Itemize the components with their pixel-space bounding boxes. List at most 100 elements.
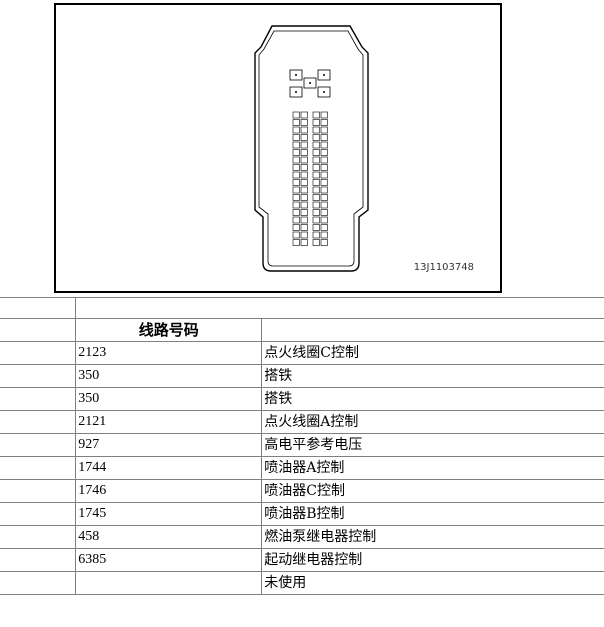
connector-pin [320, 224, 328, 231]
connector-pin [312, 164, 320, 171]
circuit-cell: 458 [75, 525, 263, 549]
connector-pin [320, 156, 328, 164]
connector-pin [292, 156, 300, 164]
connector-pin [292, 126, 300, 134]
connector-pin [300, 216, 308, 224]
connector-pin [320, 239, 328, 246]
connector-pin [300, 239, 308, 246]
connector-pin [320, 141, 328, 149]
connector-pin [292, 134, 300, 141]
pin-cell [0, 479, 77, 503]
connector-pin [312, 186, 320, 194]
pin-cell [0, 525, 77, 549]
table-title-row [0, 297, 604, 319]
function-cell: 起动继电器控制 [261, 548, 604, 572]
connector-pin [312, 171, 320, 179]
circuit-cell [75, 571, 263, 595]
function-cell: 喷油器A控制 [261, 456, 604, 480]
pin-cell [0, 502, 77, 526]
connector-pin [312, 149, 320, 156]
function-cell: 喷油器C控制 [261, 479, 604, 503]
connector-pin [312, 194, 320, 201]
connector-pin [320, 111, 328, 119]
connector-pin [312, 209, 320, 216]
connector-pin [320, 179, 328, 186]
connector-pin [300, 149, 308, 156]
connector-pin [292, 231, 300, 239]
pin-cell [0, 433, 77, 457]
connector-pin [320, 164, 328, 171]
circuit-cell: 2121 [75, 410, 263, 434]
table-header-row: 线路号码 [0, 318, 604, 342]
function-cell: 点火线圈A控制 [261, 410, 604, 434]
connector-pin [292, 224, 300, 231]
connector-figure: 13J1103748 [54, 3, 502, 293]
connector-pin [292, 179, 300, 186]
connector-pin [292, 201, 300, 209]
connector-pin [292, 216, 300, 224]
pin-cell [0, 456, 77, 480]
connector-pin [300, 171, 308, 179]
header-circuit: 线路号码 [75, 318, 263, 342]
connector-pin [312, 231, 320, 239]
function-cell: 未使用 [261, 571, 604, 595]
connector-pin [300, 201, 308, 209]
connector-pin [292, 239, 300, 246]
title-cell-connector [75, 297, 604, 319]
pin-cell [0, 571, 77, 595]
connector-pin [312, 179, 320, 186]
circuit-cell: 927 [75, 433, 263, 457]
connector-pin [320, 149, 328, 156]
function-cell: 搭铁 [261, 364, 604, 388]
connector-pin [300, 164, 308, 171]
pin-cell [0, 387, 77, 411]
connector-drawing [254, 25, 369, 272]
table-row: 未使用 [0, 571, 604, 595]
connector-pin [320, 194, 328, 201]
connector-pin [300, 111, 308, 119]
connector-pin [312, 141, 320, 149]
circuit-cell: 350 [75, 387, 263, 411]
function-cell: 高电平参考电压 [261, 433, 604, 457]
pin-cell [0, 548, 77, 572]
connector-pin [320, 231, 328, 239]
connector-pin [320, 119, 328, 126]
header-function [261, 318, 604, 342]
connector-pin [312, 224, 320, 231]
connector-pin [300, 194, 308, 201]
connector-pin [320, 209, 328, 216]
connector-pin [300, 209, 308, 216]
circuit-cell: 350 [75, 364, 263, 388]
connector-pin [292, 111, 300, 119]
connector-pin [292, 164, 300, 171]
connector-pin [312, 156, 320, 164]
title-cell-pin [0, 297, 77, 319]
connector-pin [320, 216, 328, 224]
circuit-cell: 6385 [75, 548, 263, 572]
connector-pin [320, 171, 328, 179]
connector-pin [320, 126, 328, 134]
pin-cell [0, 341, 77, 365]
function-cell: 搭铁 [261, 387, 604, 411]
connector-pin [320, 201, 328, 209]
connector-pin [312, 201, 320, 209]
connector-pin [312, 216, 320, 224]
connector-pin [300, 126, 308, 134]
connector-pin [292, 171, 300, 179]
connector-pin [300, 224, 308, 231]
circuit-cell: 1745 [75, 502, 263, 526]
connector-pin [300, 134, 308, 141]
circuit-cell: 1744 [75, 456, 263, 480]
connector-pin [292, 194, 300, 201]
connector-pin [312, 239, 320, 246]
connector-pin [312, 134, 320, 141]
